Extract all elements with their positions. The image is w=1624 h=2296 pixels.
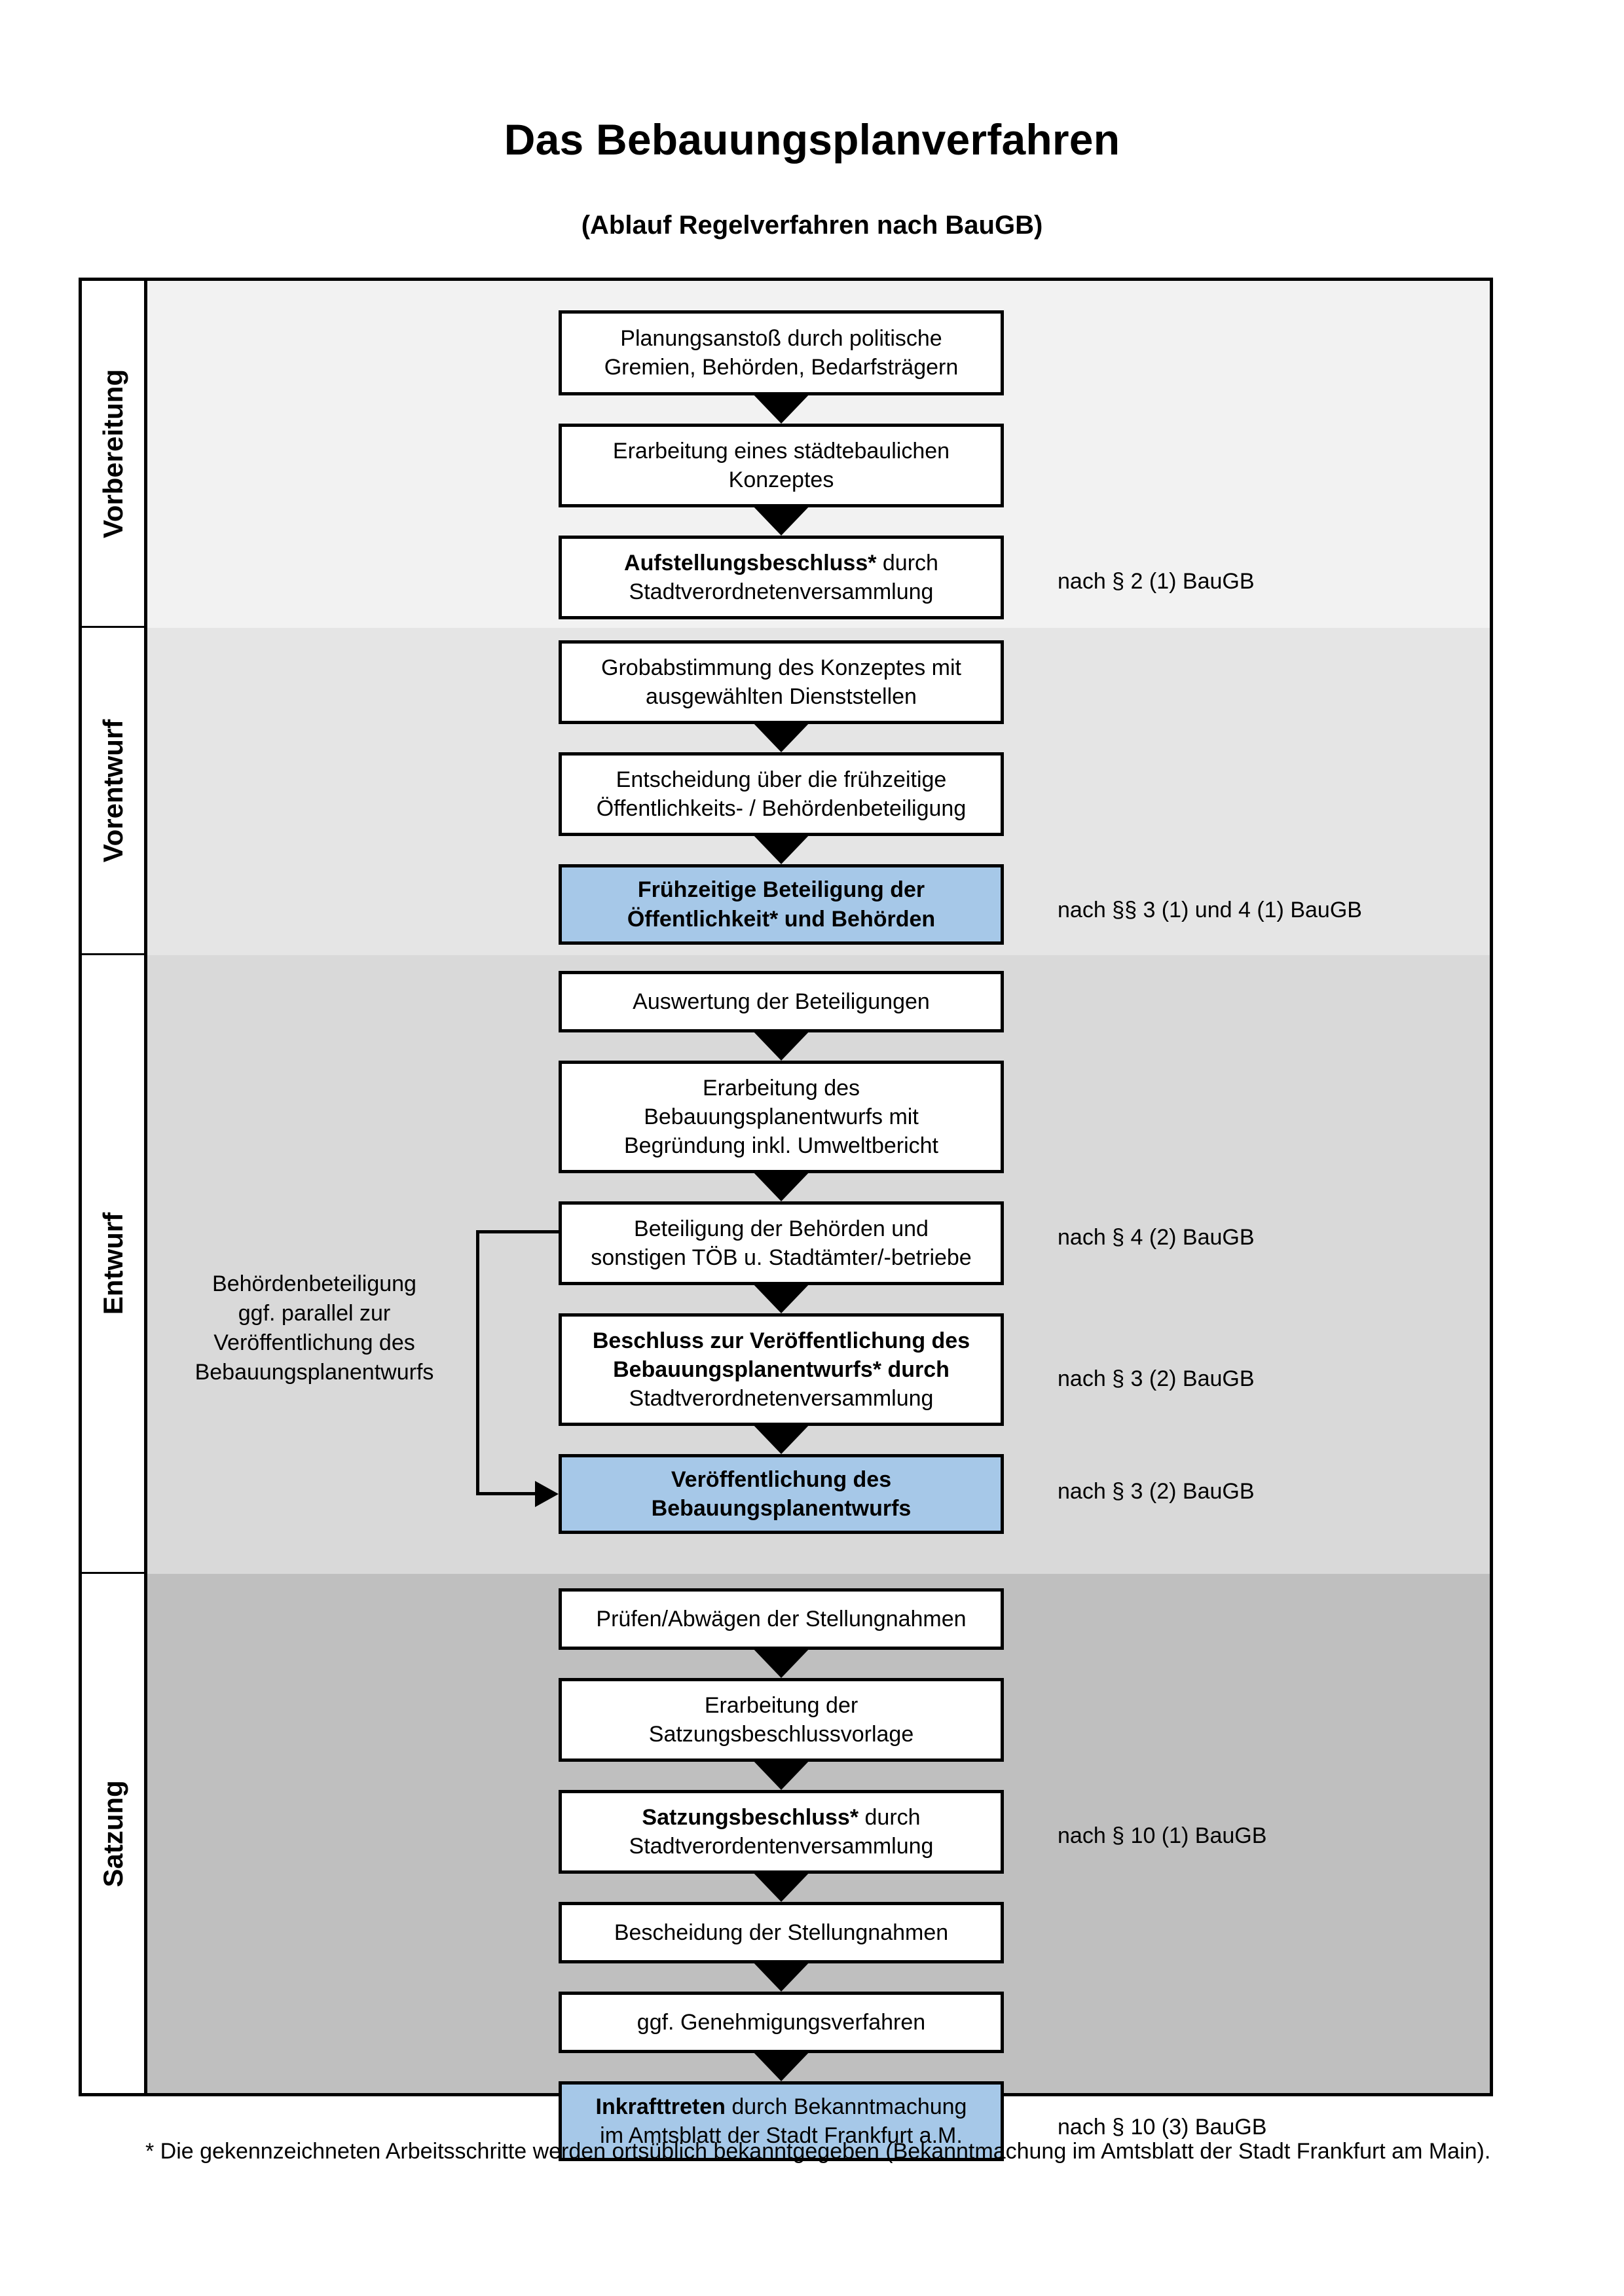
phase-label-satzung: Satzung <box>82 1574 144 2093</box>
step-box-s16[interactable]: ggf. Genehmigungsverfahren <box>559 1992 1004 2053</box>
arrow-down-icon <box>751 392 811 424</box>
step-line: Beteiligung der Behörden und <box>634 1216 929 1241</box>
phase-label-vorbereitung: Vorbereitung <box>82 281 144 628</box>
arrow-down-icon <box>751 833 811 864</box>
arrow-down-icon <box>751 2050 811 2081</box>
step-line: Frühzeitige Beteiligung der <box>637 877 925 903</box>
band-vorbereitung: Planungsanstoß durch politische Gremien,… <box>147 281 1490 628</box>
phase-label-text: Entwurf <box>97 1212 128 1315</box>
step-box-s2[interactable]: Erarbeitung eines städtebaulichen Konzep… <box>559 424 1004 507</box>
phase-label-column: Vorbereitung Vorentwurf Entwurf Satzung <box>82 281 147 2093</box>
step-box-s1[interactable]: Planungsanstoß durch politische Gremien,… <box>559 310 1004 395</box>
step-box-s11[interactable]: Veröffentlichung des Bebauungsplanentwur… <box>559 1454 1004 1534</box>
step-line: Öffentlichkeits- / Behördenbeteiligung <box>596 796 967 821</box>
phase-label-text: Vorbereitung <box>97 369 128 538</box>
step-line: Satzungsbeschluss* durch <box>642 1804 921 1830</box>
step-line: Beschluss zur Veröffentlichung des <box>593 1326 970 1355</box>
arrow-down-icon <box>751 1170 811 1201</box>
phase-label-entwurf: Entwurf <box>82 955 144 1574</box>
step-box-s7[interactable]: Auswertung der Beteiligungen <box>559 971 1004 1032</box>
step-line: Erarbeitung der <box>704 1692 858 1718</box>
step-line: Aufstellungsbeschluss* durch <box>624 550 938 575</box>
step-line-bold: Aufstellungsbeschluss* <box>624 550 877 575</box>
legal-ref-l1: nach § 2 (1) BauGB <box>1058 569 1255 594</box>
step-line: Bebauungsplanentwurfs mit <box>644 1104 919 1129</box>
step-line: Inkrafttreten durch Bekanntmachung <box>595 2094 967 2119</box>
step-line: Stadtverordnetenversammlung <box>629 1386 934 1412</box>
step-line: Öffentlichkeit* und Behörden <box>627 906 936 932</box>
step-box-s12[interactable]: Prüfen/Abwägen der Stellungnahmen <box>559 1588 1004 1650</box>
step-box-s5[interactable]: Entscheidung über die frühzeitige Öffent… <box>559 752 1004 836</box>
step-box-s15[interactable]: Bescheidung der Stellungnahmen <box>559 1902 1004 1963</box>
legal-ref-l2: nach §§ 3 (1) und 4 (1) BauGB <box>1058 898 1362 922</box>
step-line: Gremien, Behörden, Bedarfsträgern <box>604 355 959 380</box>
phase-label-vorentwurf: Vorentwurf <box>82 628 144 955</box>
step-line-bold: Inkrafttreten <box>595 2094 726 2119</box>
step-box-s3[interactable]: Aufstellungsbeschluss* durch Stadtverord… <box>559 536 1004 619</box>
step-line: Konzeptes <box>728 467 834 492</box>
arrow-down-icon <box>751 1758 811 1790</box>
step-line: Stadtverordnetenversammlung <box>629 579 934 604</box>
band-satzung: Prüfen/Abwägen der Stellungnahmen Erarbe… <box>147 1574 1490 2161</box>
arrow-down-icon <box>751 1282 811 1313</box>
phase-label-text: Vorentwurf <box>97 719 128 862</box>
arrow-down-icon <box>751 1647 811 1678</box>
arrow-down-icon <box>751 721 811 752</box>
step-line: Erarbeitung des <box>702 1075 860 1101</box>
step-line: Prüfen/Abwägen der Stellungnahmen <box>596 1606 967 1631</box>
step-box-s8[interactable]: Erarbeitung des Bebauungsplanentwurfs mi… <box>559 1061 1004 1173</box>
arrow-down-icon <box>751 1029 811 1061</box>
step-box-s10[interactable]: Beschluss zur Veröffentlichung des Bebau… <box>559 1313 1004 1426</box>
phase-label-text: Satzung <box>97 1779 128 1887</box>
page-title: Das Bebauungsplanverfahren <box>504 115 1120 164</box>
legal-ref-l7: nach § 10 (3) BauGB <box>1058 2115 1267 2140</box>
step-line: Auswertung der Beteiligungen <box>633 989 930 1014</box>
step-line: Planungsanstoß durch politische <box>620 325 942 351</box>
arrow-down-icon <box>751 1423 811 1454</box>
step-box-s4[interactable]: Grobabstimmung des Konzeptes mit ausgewä… <box>559 640 1004 724</box>
step-line: Stadtverordentenversammlung <box>629 1834 934 1859</box>
step-line: Bescheidung der Stellungnahmen <box>614 1920 949 1945</box>
step-line: Grobabstimmung des Konzeptes mit <box>601 655 961 680</box>
legal-ref-l4: nach § 3 (2) BauGB <box>1058 1366 1255 1391</box>
step-line-bold: Beschluss zur Veröffentlichung des <box>592 1328 970 1353</box>
step-box-s13[interactable]: Erarbeitung der Satzungsbeschlussvorlage <box>559 1678 1004 1762</box>
step-line: sonstigen TÖB u. Stadtämter/-betriebe <box>591 1245 972 1270</box>
band-vorentwurf: Grobabstimmung des Konzeptes mit ausgewä… <box>147 628 1490 955</box>
step-line-bold: Satzungsbeschluss* <box>642 1804 859 1830</box>
flow-body: Planungsanstoß durch politische Gremien,… <box>147 281 1490 2161</box>
step-line: Veröffentlichung des <box>671 1467 892 1492</box>
step-box-s14[interactable]: Satzungsbeschluss* durch Stadtverordente… <box>559 1790 1004 1874</box>
arrow-down-icon <box>751 1870 811 1902</box>
legal-ref-l3: nach § 4 (2) BauGB <box>1058 1225 1255 1250</box>
step-line: ausgewählten Dienststellen <box>646 684 917 709</box>
step-line-bold: Bebauungsplanentwurfs* durch <box>613 1357 950 1382</box>
band-entwurf: Auswertung der Beteiligungen Erarbeitung… <box>147 955 1490 1574</box>
parallel-connector <box>476 1230 561 1507</box>
step-box-s17[interactable]: Inkrafttreten durch Bekanntmachung im Am… <box>559 2081 1004 2161</box>
flowchart-frame: Vorbereitung Vorentwurf Entwurf Satzung … <box>79 278 1493 2161</box>
step-line: ggf. Genehmigungsverfahren <box>637 2009 926 2035</box>
step-line: Entscheidung über die frühzeitige <box>616 767 947 792</box>
step-line: Bebauungsplanentwurfs <box>651 1496 912 1521</box>
legal-ref-l5: nach § 3 (2) BauGB <box>1058 1479 1255 1504</box>
arrow-down-icon <box>751 1960 811 1992</box>
footnote: * Die gekennzeichneten Arbeitsschritte w… <box>145 2139 1491 2164</box>
step-line: im Amtsblatt der Stadt Frankfurt a.M. <box>600 2123 963 2148</box>
step-box-s6[interactable]: Frühzeitige Beteiligung der Öffentlichke… <box>559 864 1004 945</box>
step-line: Erarbeitung eines städtebaulichen <box>612 438 950 464</box>
step-line: Bebauungsplanentwurfs* durch <box>593 1355 970 1384</box>
step-line: Begründung inkl. Umweltbericht <box>623 1133 939 1159</box>
legal-ref-l6: nach § 10 (1) BauGB <box>1058 1823 1267 1848</box>
page-subtitle: (Ablauf Regelverfahren nach BauGB) <box>581 211 1043 240</box>
arrow-down-icon <box>751 504 811 536</box>
step-box-s9[interactable]: Beteiligung der Behörden und sonstigen T… <box>559 1201 1004 1285</box>
step-line: Satzungsbeschlussvorlage <box>648 1722 914 1747</box>
side-note: Behördenbeteiligung ggf. parallel zur Ve… <box>194 1271 434 1385</box>
